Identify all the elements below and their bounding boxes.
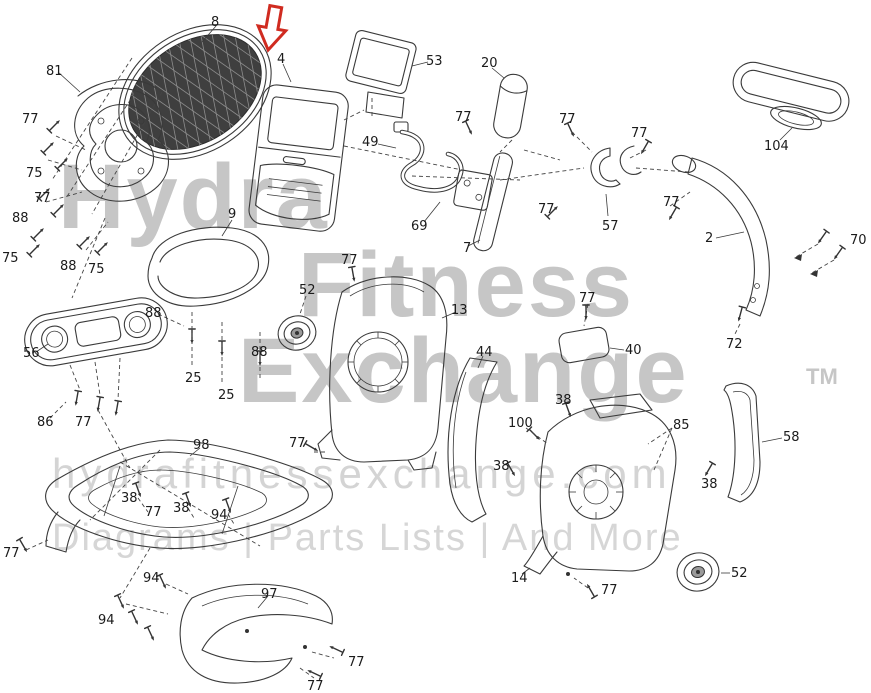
bottom-cover-part [113,547,345,684]
right-shroud-part [504,393,716,600]
console-part [248,63,349,232]
center-shroud-part [302,276,457,471]
wheel-lower [676,552,720,592]
leader-52-upper [299,295,307,315]
screw-72 [733,305,747,337]
watermark-tagline: Diagrams | Parts Lists | And More [52,517,683,559]
display-part [343,29,429,121]
curved-strip-part [447,355,498,523]
seat-frame-part [26,71,170,299]
watermark-trademark: TM [806,364,838,389]
watermark: Hydra Fitness Exchange TM hydrafitnessex… [52,146,838,559]
right-blade-part [723,382,783,503]
rear-arm-part [671,154,770,317]
pulley-wheel-upper [277,315,317,351]
handle-grip-part [491,67,528,153]
clamp-bracket-part [461,119,691,223]
watermark-url: hydrafitnessexchange.com [52,450,672,497]
cup-holder-part [24,297,168,469]
pad-part [558,303,625,364]
cable-part [377,121,464,223]
red-arrow-annotation [255,3,289,53]
base-frame-part [16,439,333,555]
mount-plate-part [453,169,493,211]
assembly-dashed-lines [343,145,689,181]
watermark-word-1: Hydra [58,146,329,248]
top-handle-part [732,61,850,141]
screws-70 [793,228,846,277]
seat-cushion-part [147,219,270,384]
